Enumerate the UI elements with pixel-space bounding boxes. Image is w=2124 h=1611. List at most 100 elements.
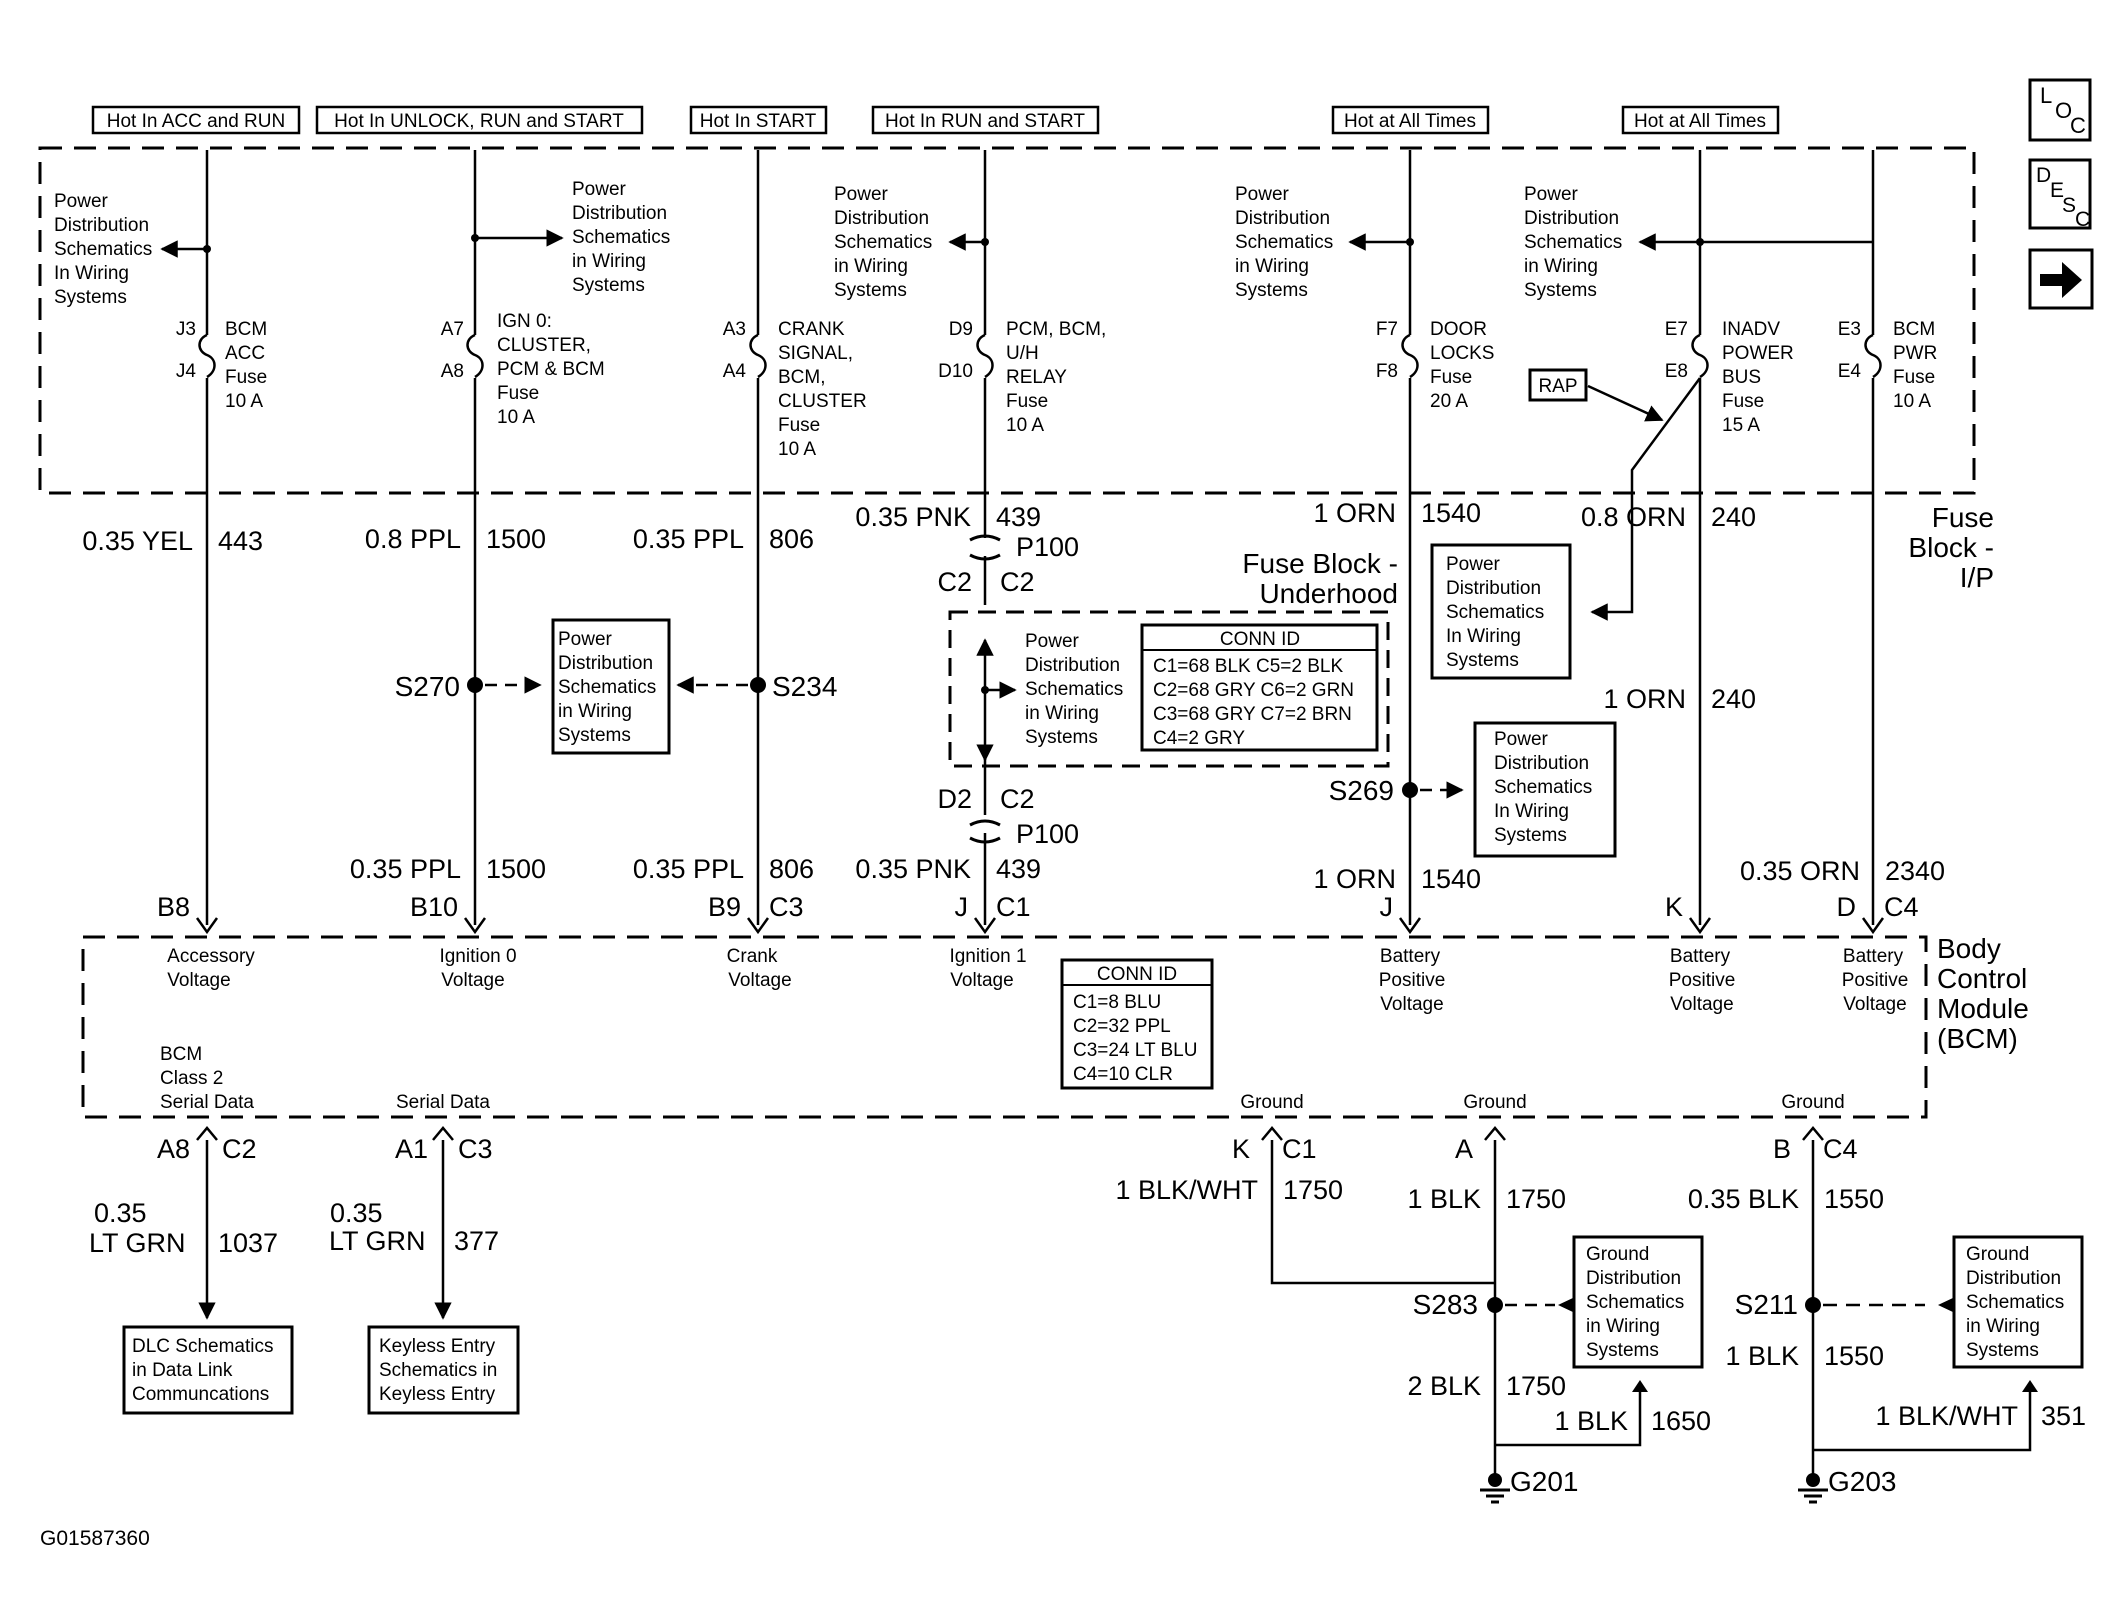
svg-text:C2: C2 [1000, 784, 1035, 814]
svg-text:Fuse Block -: Fuse Block - [1242, 548, 1398, 579]
svg-text:D: D [1837, 892, 1857, 922]
svg-text:ACC: ACC [225, 343, 265, 364]
svg-text:Ground: Ground [1966, 1244, 2029, 1265]
pds-ref-underhood[interactable]: Power Distribution Schematics in Wiring … [1025, 631, 1123, 748]
svg-text:Power: Power [1446, 554, 1501, 575]
gds-ref-s211[interactable]: Ground Distribution Schematics in Wiring… [1952, 1235, 2084, 1369]
bottom-wires [198, 1140, 2032, 1480]
svg-text:1540: 1540 [1421, 864, 1481, 894]
svg-text:Serial Data: Serial Data [160, 1092, 254, 1113]
svg-text:Fuse: Fuse [778, 415, 820, 436]
pds-ref-3[interactable]: Power Distribution Schematics in Wiring … [834, 184, 989, 301]
svg-text:C2: C2 [222, 1134, 257, 1164]
svg-text:Power: Power [572, 179, 627, 200]
bcm-bottom-connectors [196, 1126, 1824, 1141]
svg-text:1500: 1500 [486, 524, 546, 554]
pds-ref-s269[interactable]: Power Distribution Schematics In Wiring … [1473, 721, 1617, 858]
connector-p100-top: P100 C2 C2 [937, 532, 1079, 597]
pds-ref-center[interactable]: Power Distribution Schematics in Wiring … [551, 618, 671, 755]
bcm-serial-labels: BCM Class 2 Serial Data Serial Data Grou… [160, 1044, 1845, 1113]
svg-text:Positive: Positive [1842, 970, 1909, 991]
svg-text:Ground: Ground [1781, 1092, 1844, 1113]
dlc-schematics-link[interactable]: DLC Schematics in Data Link Communcation… [122, 1325, 294, 1415]
svg-text:Schematics: Schematics [572, 227, 670, 248]
svg-text:S234: S234 [772, 671, 837, 702]
svg-text:RELAY: RELAY [1006, 367, 1067, 388]
svg-text:Positive: Positive [1379, 970, 1446, 991]
svg-text:0.35: 0.35 [330, 1198, 383, 1228]
svg-text:15 A: 15 A [1722, 415, 1760, 436]
fuse-block-underhood-outline [948, 610, 1390, 768]
svg-text:B: B [1773, 1134, 1791, 1164]
svg-text:1750: 1750 [1506, 1371, 1566, 1401]
svg-text:Ground: Ground [1586, 1244, 1649, 1265]
svg-text:Distribution: Distribution [572, 203, 667, 224]
splice-s269: S269 [1329, 775, 1464, 806]
svg-text:Voltage: Voltage [1670, 994, 1733, 1015]
svg-text:806: 806 [769, 524, 814, 554]
svg-text:Hot In ACC and RUN: Hot In ACC and RUN [107, 111, 285, 132]
ground-g201: G201 [1480, 1466, 1579, 1504]
svg-text:Voltage: Voltage [167, 970, 230, 991]
svg-text:in Wiring: in Wiring [834, 256, 908, 277]
svg-text:Distribution: Distribution [1586, 1268, 1681, 1289]
svg-text:Distribution: Distribution [1025, 655, 1120, 676]
pds-ref-5[interactable]: Power Distribution Schematics in Wiring … [1524, 184, 1873, 301]
wire-labels-bottom: 0.35 LT GRN 1037 0.35 LT GRN 377 1 BLK/W… [89, 1175, 2086, 1436]
svg-text:J4: J4 [176, 361, 197, 382]
svg-text:D10: D10 [938, 361, 973, 382]
svg-text:E8: E8 [1665, 361, 1688, 382]
svg-text:Distribution: Distribution [54, 215, 149, 236]
svg-text:Voltage: Voltage [950, 970, 1013, 991]
loc-button[interactable]: L O C [2028, 78, 2092, 142]
svg-text:Distribution: Distribution [1235, 208, 1330, 229]
svg-text:Schematics: Schematics [1025, 679, 1123, 700]
svg-text:CLUSTER: CLUSTER [778, 391, 867, 412]
svg-text:CONN ID: CONN ID [1220, 629, 1300, 650]
svg-text:C: C [2070, 113, 2086, 138]
wire-labels-upper: 0.35 YEL 443 0.8 PPL 1500 0.35 PPL 806 0… [82, 498, 1756, 714]
svg-text:Ground: Ground [1463, 1092, 1526, 1113]
svg-text:351: 351 [2041, 1401, 2086, 1431]
svg-text:Systems: Systems [1494, 825, 1567, 846]
svg-text:Hot at All Times: Hot at All Times [1634, 111, 1766, 132]
svg-text:C4: C4 [1884, 892, 1919, 922]
svg-text:IGN 0:: IGN 0: [497, 311, 552, 332]
desc-button[interactable]: D E S C [2028, 158, 2092, 231]
fuse-symbols [198, 333, 1882, 379]
pds-ref-4[interactable]: Power Distribution Schematics in Wiring … [1235, 184, 1414, 301]
svg-text:Positive: Positive [1669, 970, 1736, 991]
next-button[interactable] [2028, 248, 2094, 310]
conn-id-underhood: CONN ID C1=68 BLK C5=2 BLK C2=68 GRY C6=… [1140, 623, 1379, 752]
svg-text:2340: 2340 [1885, 856, 1945, 886]
svg-text:DOOR: DOOR [1430, 319, 1487, 340]
svg-text:Systems: Systems [834, 280, 907, 301]
svg-text:Distribution: Distribution [1494, 753, 1589, 774]
svg-text:1750: 1750 [1506, 1184, 1566, 1214]
svg-text:in Data Link: in Data Link [132, 1360, 233, 1381]
gds-ref-s283[interactable]: Ground Distribution Schematics in Wiring… [1572, 1235, 1704, 1369]
svg-text:Fuse: Fuse [1722, 391, 1764, 412]
svg-text:E7: E7 [1665, 319, 1688, 340]
svg-text:0.35 BLK: 0.35 BLK [1688, 1184, 1799, 1214]
svg-text:439: 439 [996, 854, 1041, 884]
svg-text:Hot In UNLOCK, RUN and START: Hot In UNLOCK, RUN and START [334, 111, 624, 132]
pds-ref-1[interactable]: Power Distribution Schematics In Wiring … [54, 191, 211, 308]
rap-button[interactable]: RAP [1528, 368, 1664, 422]
header-hot-start: Hot In START [689, 105, 828, 135]
keyless-entry-link[interactable]: Keyless Entry Schematics in Keyless Entr… [367, 1325, 520, 1415]
svg-text:K: K [1232, 1134, 1250, 1164]
svg-text:Fuse: Fuse [1006, 391, 1048, 412]
svg-text:Distribution: Distribution [1524, 208, 1619, 229]
fuse-block-ip-outline [38, 146, 1976, 495]
wire-labels-lower: 0.35 PPL 1500 0.35 PPL 806 0.35 PNK 439 … [350, 854, 1945, 894]
pds-ref-2[interactable]: Power Distribution Schematics in Wiring … [471, 179, 670, 296]
svg-text:Schematics: Schematics [1235, 232, 1333, 253]
ground-g203: G203 [1798, 1466, 1897, 1504]
svg-text:P100: P100 [1016, 532, 1079, 562]
pds-ref-6[interactable]: Power Distribution Schematics In Wiring … [1430, 377, 1702, 680]
svg-text:0.8 ORN: 0.8 ORN [1581, 502, 1686, 532]
